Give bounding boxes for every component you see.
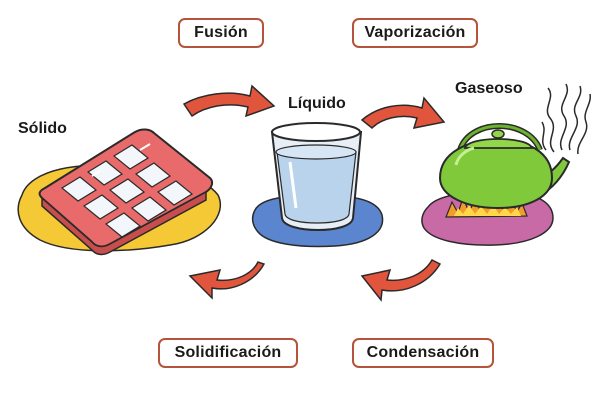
- arrows: [182, 84, 446, 302]
- gas-state-label: Gaseoso: [455, 80, 523, 97]
- gas-group: [421, 83, 591, 246]
- kettle-icon: [438, 123, 571, 210]
- condensation-label-box: Condensación: [352, 338, 494, 368]
- solid-state-label: Sólido: [18, 120, 67, 137]
- steam-icon: [541, 83, 591, 155]
- vaporization-label: Vaporización: [364, 24, 466, 41]
- solidification-arrow: [188, 261, 266, 300]
- liquid-state-label: Líquido: [288, 95, 346, 112]
- liquid-group: [251, 122, 384, 248]
- ice-tray-icon: [38, 128, 214, 256]
- fusion-label-box: Fusión: [178, 18, 264, 48]
- solidification-label: Solidificación: [174, 344, 282, 361]
- solid-group: [17, 128, 221, 256]
- fusion-label: Fusión: [194, 24, 248, 41]
- vaporization-arrow: [360, 96, 446, 130]
- vaporization-label-box: Vaporización: [352, 18, 478, 48]
- water-glass-icon: [270, 122, 363, 232]
- fusion-arrow: [182, 84, 276, 118]
- condensation-arrow: [360, 259, 442, 302]
- condensation-label: Condensación: [366, 344, 480, 361]
- solidification-label-box: Solidificación: [158, 338, 298, 368]
